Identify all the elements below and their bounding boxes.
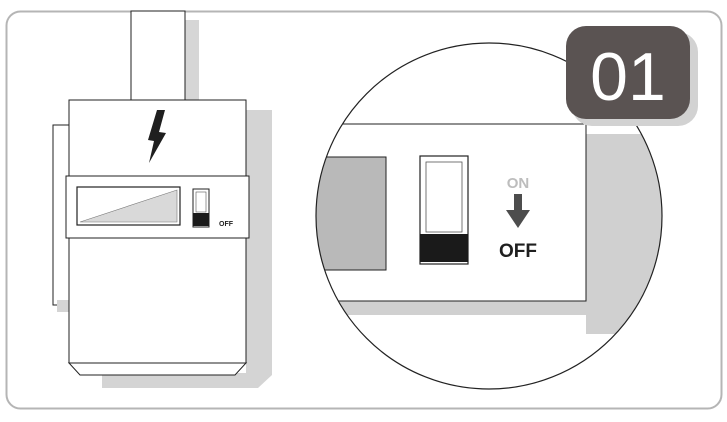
- meter-lower-body: [68, 237, 247, 364]
- off-label: OFF: [499, 241, 537, 262]
- step-badge-bg: [566, 26, 690, 119]
- main-switch-toggle[interactable]: [420, 234, 468, 262]
- electricity-meter: OFF: [52, 10, 272, 388]
- step-badge: 01: [566, 26, 698, 126]
- main-switch[interactable]: [419, 155, 469, 265]
- meter-shadow: [102, 110, 272, 388]
- cable: [130, 10, 186, 101]
- zoom-circle-outline: [315, 42, 663, 390]
- meter-display-reflection: [79, 189, 178, 223]
- meter-off-label: OFF: [219, 221, 234, 228]
- zoom-detail: ON OFF: [315, 42, 663, 390]
- step-number: 01: [590, 39, 666, 115]
- lightning-bolt-icon: [148, 110, 166, 163]
- meter-bottom-bevel: [67, 362, 248, 376]
- meter-back-plate-shadow: [57, 300, 69, 312]
- arrow-down-icon: [506, 194, 530, 228]
- zoom-display-block: [316, 156, 387, 271]
- cable-shadow: [185, 20, 199, 100]
- zoom-device-shadow: [340, 301, 640, 315]
- on-label: ON: [507, 175, 530, 192]
- meter-switch[interactable]: [192, 188, 210, 228]
